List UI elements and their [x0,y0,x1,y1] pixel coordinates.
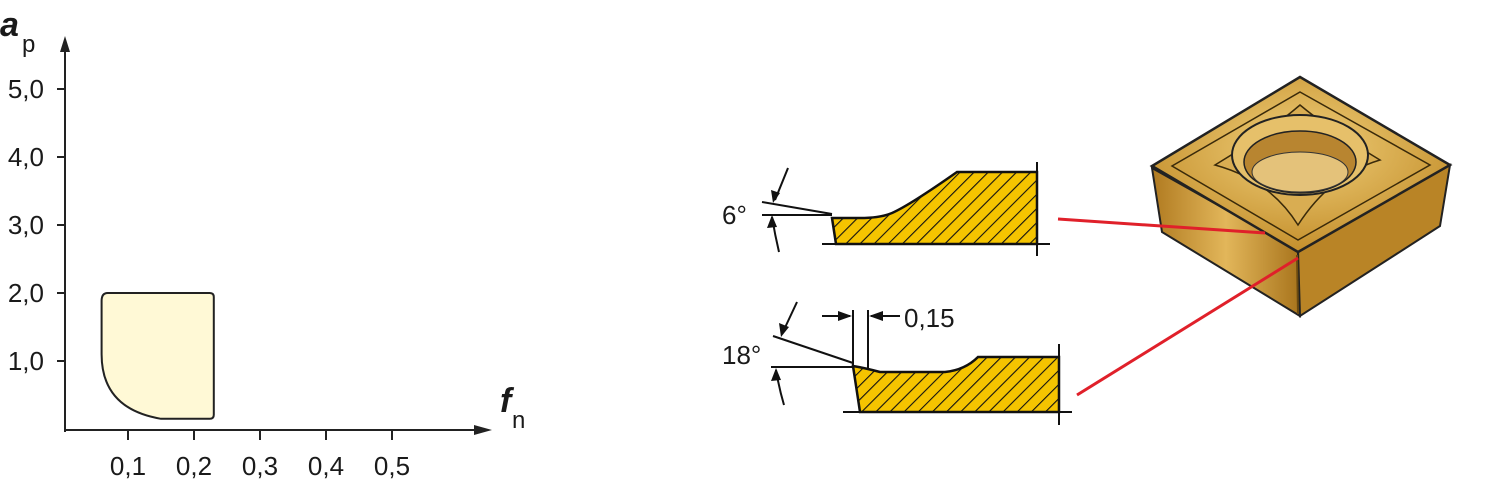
edge-profile-bottom: 0,15 18° [722,301,1072,425]
edge-profile-top: 6° [722,162,1050,256]
y-tick-label: 2,0 [8,278,44,308]
leader-line-bottom [1076,256,1299,397]
x-tick-label: 0,4 [308,451,344,481]
x-tick-label: 0,3 [242,451,278,481]
x-axis-arrow [474,425,492,435]
y-tick-label: 1,0 [8,346,44,376]
y-tick-label: 4,0 [8,142,44,172]
land-width-label: 0,15 [904,303,955,333]
angle-6-label: 6° [722,200,747,230]
x-axis-label-sub: n [512,407,525,434]
y-axis-label: a [0,6,19,44]
y-axis-arrow [60,36,70,52]
y-tick-label: 3,0 [8,210,44,240]
x-tick-label: 0,1 [110,451,146,481]
application-area [100,292,215,420]
x-tick-label: 0,2 [176,451,212,481]
leader-line-top [1057,217,1266,235]
angle-18-label: 18° [722,340,761,370]
y-tick-label: 5,0 [8,74,44,104]
feed-depth-chart: 0,1 0,2 0,3 0,4 0,5 1,0 2,0 3,0 4,0 5,0 a p f n [0,6,525,481]
x-tick-label: 0,5 [374,451,410,481]
x-axis-label: f [500,382,515,420]
insert-illustration [1149,75,1453,318]
y-axis-label-sub: p [22,31,35,58]
